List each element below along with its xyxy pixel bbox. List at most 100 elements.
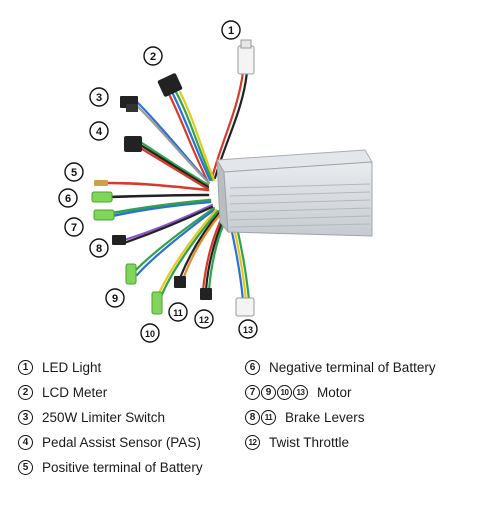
callout-circle xyxy=(143,46,163,66)
connector-pas xyxy=(124,136,142,152)
legend-number-badge: 2 xyxy=(18,384,33,400)
connector-led-light xyxy=(237,45,255,75)
wire-lcd-meter-3 xyxy=(178,90,216,182)
legend-number-badge: 3 xyxy=(18,409,33,425)
callout-number: 5 xyxy=(71,167,77,179)
legend-number-badge: 13 xyxy=(293,384,308,400)
wire-motor-speed xyxy=(155,208,218,300)
callout-circle xyxy=(89,87,109,107)
legend-item: 4 Pedal Assist Sensor (PAS) xyxy=(18,431,201,453)
connector-limiter-switch-b xyxy=(126,104,138,112)
legend-numbers: 3 xyxy=(18,409,34,425)
legend-label: Motor xyxy=(317,384,352,400)
callout-6: 6 xyxy=(58,188,78,208)
legend-label: Twist Throttle xyxy=(269,434,350,450)
legend-label: 250W Limiter Switch xyxy=(42,409,166,425)
callout-circle xyxy=(89,121,109,141)
callout-4: 4 xyxy=(89,121,109,141)
callout-number: 7 xyxy=(71,222,77,234)
callout-circle xyxy=(140,323,160,343)
wire-pas-3 xyxy=(140,147,210,191)
wire-brake-lever xyxy=(122,203,214,242)
callout-10: 10 xyxy=(140,323,160,343)
legend-label: LCD Meter xyxy=(42,384,108,400)
legend-numbers: 6 xyxy=(245,359,261,375)
callout-circle xyxy=(168,302,188,322)
callout-12: 12 xyxy=(194,309,214,329)
legend-numbers: 2 xyxy=(18,384,34,400)
callout-circle xyxy=(64,162,84,182)
connector-battery-positive xyxy=(94,180,108,186)
callout-number: 6 xyxy=(65,193,71,205)
callout-circle xyxy=(105,288,125,308)
wire-lcd-meter xyxy=(170,90,212,182)
connector-brake-lever-b xyxy=(174,276,186,288)
callout-3: 3 xyxy=(89,87,109,107)
legend-label: Brake Levers xyxy=(285,409,365,425)
legend-label: Pedal Assist Sensor (PAS) xyxy=(42,434,201,450)
controller-box xyxy=(216,149,373,237)
callout-number: 9 xyxy=(112,293,118,305)
legend-number-badge: 9 xyxy=(261,384,276,400)
wire-bundle xyxy=(106,70,251,302)
legend-number-badge: 8 xyxy=(245,409,260,425)
callout-circle xyxy=(64,217,84,237)
connector-brake-lever xyxy=(112,235,126,245)
wire-brake-lever-b-2 xyxy=(181,210,224,281)
connector-twist-throttle xyxy=(200,288,212,300)
callout-7: 7 xyxy=(64,217,84,237)
legend-item: 5 Positive terminal of Battery xyxy=(18,456,203,478)
wire-led-light xyxy=(210,70,245,180)
callout-circle xyxy=(194,309,214,329)
wire-motor-hall-2 xyxy=(135,208,216,277)
legend-number-badge: 6 xyxy=(245,359,260,375)
legend-number-badge: 10 xyxy=(277,384,292,400)
connector-battery-negative xyxy=(91,191,113,203)
callout-number: 10 xyxy=(145,329,155,339)
legend-item: 3 250W Limiter Switch xyxy=(18,406,165,428)
legend-number-badge: 7 xyxy=(245,384,260,400)
legend: 1 LED Light 2 LCD Meter 3 250W Limiter Switch… xyxy=(0,352,500,502)
connector-motor-speed xyxy=(151,291,163,315)
legend-numbers: 1 xyxy=(18,359,34,375)
callout-circle xyxy=(238,319,258,339)
wire-pas xyxy=(140,141,210,187)
legend-label: Positive terminal of Battery xyxy=(42,459,203,475)
wire-brake-lever-2 xyxy=(122,205,214,245)
legend-numbers: 4 xyxy=(18,434,34,450)
wire-battery-positive xyxy=(106,181,210,192)
legend-label: LED Light xyxy=(42,359,102,375)
callout-number: 1 xyxy=(228,25,234,37)
legend-number-badge: 4 xyxy=(18,434,33,450)
legend-number-badge: 11 xyxy=(261,409,276,425)
legend-item: 12 Twist Throttle xyxy=(245,431,349,453)
callout-circle xyxy=(221,20,241,40)
legend-number-badge: 1 xyxy=(18,359,33,375)
connector-motor-main xyxy=(235,297,255,317)
connector-motor-hall xyxy=(125,263,137,285)
legend-item: 1 LED Light xyxy=(18,356,101,378)
wire-motor-phase xyxy=(110,200,212,218)
wire-brake-lever-b xyxy=(178,210,222,280)
callout-9: 9 xyxy=(105,288,125,308)
wire-motor-hall xyxy=(132,206,216,274)
wire-battery-negative xyxy=(108,193,210,199)
callout-1: 1 xyxy=(221,20,241,40)
legend-numbers: 12 xyxy=(245,434,261,450)
callout-number: 12 xyxy=(199,315,209,325)
callout-circle xyxy=(58,188,78,208)
callout-11: 11 xyxy=(168,302,188,322)
legend-number-badge: 5 xyxy=(18,459,33,475)
wire-lcd-meter-2 xyxy=(174,90,214,182)
callout-circle xyxy=(89,238,109,258)
callout-2: 2 xyxy=(143,46,163,66)
legend-item: 2 LCD Meter xyxy=(18,381,107,403)
callout-number: 11 xyxy=(173,308,183,318)
wire-motor-speed-2 xyxy=(158,209,220,301)
